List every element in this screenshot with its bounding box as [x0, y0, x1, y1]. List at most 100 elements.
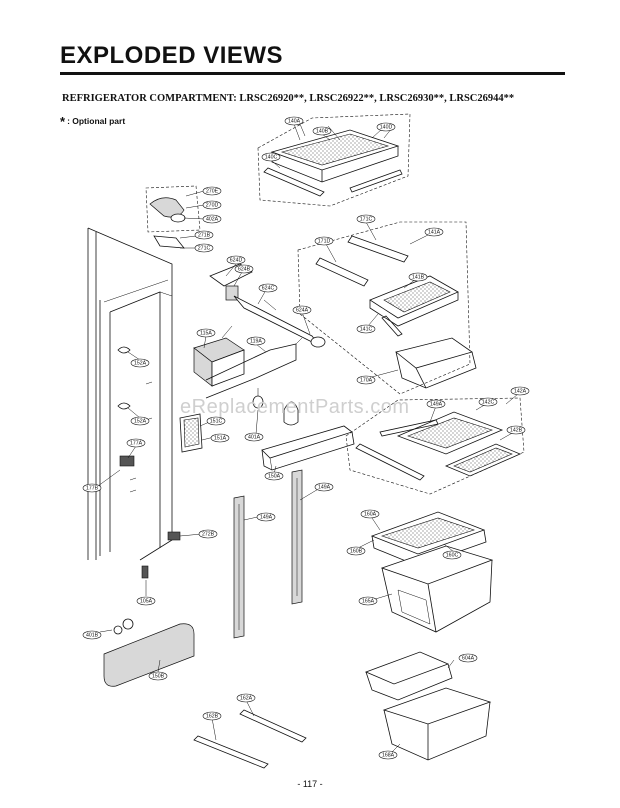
svg-text:151A: 151A — [214, 435, 227, 441]
label-140d: 140D — [376, 122, 396, 132]
optional-part-note: *: Optional part — [60, 114, 125, 129]
svg-text:140D: 140D — [380, 124, 393, 130]
label-150b: 150B — [148, 671, 168, 681]
label-272b: 272B — [198, 529, 218, 539]
label-105a: 105A — [136, 596, 156, 606]
svg-text:149A: 149A — [430, 401, 443, 407]
diagram-subtitle: REFRIGERATOR COMPARTMENT: LRSC26920**, L… — [62, 93, 515, 104]
shelf-assembly-141 — [297, 221, 477, 395]
label-141b: 141B — [408, 272, 428, 282]
label-152a-lower: 152A — [130, 416, 150, 426]
svg-text:270E: 270E — [206, 188, 219, 194]
svg-text:152A: 152A — [134, 360, 147, 366]
door-bin-150 — [261, 425, 355, 471]
shelf-assembly-140 — [257, 113, 411, 207]
label-270e: 270E — [202, 186, 222, 196]
svg-text:624B: 624B — [238, 266, 251, 272]
label-402a: 402A — [202, 214, 222, 224]
svg-text:150B: 150B — [152, 673, 165, 679]
svg-text:151C: 151C — [210, 418, 223, 424]
svg-text:141A: 141A — [428, 229, 441, 235]
label-115a: 115A — [196, 328, 216, 338]
duct-assembly-624 — [209, 263, 326, 348]
svg-text:140A: 140A — [288, 118, 301, 124]
svg-text:624C: 624C — [262, 285, 275, 291]
svg-text:401A: 401A — [248, 434, 261, 440]
label-171c: 171C — [356, 214, 376, 224]
svg-text:271B: 271B — [198, 232, 211, 238]
svg-text:402A: 402A — [206, 216, 219, 222]
label-271c: 271C — [194, 243, 214, 253]
label-140b: 140B — [312, 126, 332, 136]
label-624b: 624B — [234, 264, 254, 274]
svg-text:177A: 177A — [130, 440, 143, 446]
svg-text:162B: 162B — [206, 713, 219, 719]
snack-drawer-168 — [364, 651, 492, 761]
label-142a: 142A — [510, 386, 530, 396]
refrigerator-cabinet — [87, 227, 181, 561]
svg-text:140C: 140C — [265, 154, 278, 160]
label-149a-lower: 149A — [314, 482, 334, 492]
control-assembly-115 — [193, 325, 303, 399]
svg-text:160A: 160A — [364, 511, 377, 517]
filter-cover-151 — [179, 388, 299, 453]
label-171d: 171D — [314, 236, 334, 246]
label-151c: 151C — [206, 416, 226, 426]
page-number: - 117 - — [297, 779, 323, 789]
svg-text:142C: 142C — [482, 399, 495, 405]
label-170a: 170A — [356, 375, 376, 385]
label-624a: 624A — [292, 305, 312, 315]
svg-text:119A: 119A — [250, 338, 262, 344]
label-160c: 160C — [442, 550, 462, 560]
watermark: eReplacementParts.com — [180, 396, 410, 418]
label-150a: 150A — [264, 471, 284, 481]
shelf-assembly-142 — [345, 397, 525, 495]
label-168a: 168A — [378, 750, 398, 760]
label-160b: 160B — [346, 546, 366, 556]
svg-text:141C: 141C — [360, 326, 373, 332]
label-270d: 270D — [202, 200, 222, 210]
leader-lines — [97, 123, 519, 753]
svg-text:160C: 160C — [446, 552, 459, 558]
optional-note-text: : Optional part — [67, 116, 126, 126]
svg-text:149A: 149A — [318, 484, 331, 490]
svg-text:170A: 170A — [360, 377, 373, 383]
svg-text:604A: 604A — [462, 655, 475, 661]
svg-text:401B: 401B — [86, 632, 99, 638]
label-165a: 165A — [358, 596, 378, 606]
svg-text:165A: 165A — [362, 598, 375, 604]
label-152a-upper: 152A — [130, 358, 150, 368]
svg-text:160B: 160B — [350, 548, 363, 554]
label-401a: 401A — [244, 432, 264, 442]
label-401b: 401B — [82, 630, 102, 640]
label-162a: 162A — [236, 693, 256, 703]
label-149a-upper: 149A — [426, 399, 446, 409]
svg-text:105A: 105A — [140, 598, 153, 604]
crisper-drawer-160 — [370, 511, 494, 633]
label-160a: 160A — [360, 509, 380, 519]
bracket-group-270 — [145, 185, 205, 249]
svg-text:142A: 142A — [514, 388, 527, 394]
title-rule — [60, 72, 565, 75]
svg-text:624A: 624A — [296, 307, 309, 313]
svg-text:150A: 150A — [268, 473, 281, 479]
svg-text:142B: 142B — [510, 427, 523, 433]
svg-text:171C: 171C — [360, 216, 373, 222]
svg-text:140B: 140B — [316, 128, 329, 134]
label-142b: 142B — [506, 425, 526, 435]
label-271b: 271B — [194, 230, 214, 240]
label-141c: 141C — [356, 324, 376, 334]
label-141a: 141A — [424, 227, 444, 237]
label-149a-left: 149A — [256, 512, 276, 522]
label-604a: 604A — [458, 653, 478, 663]
svg-text:171D: 171D — [318, 238, 331, 244]
page-title: EXPLODED VIEWS — [60, 42, 284, 69]
svg-text:271C: 271C — [198, 245, 211, 251]
rail-149 — [233, 469, 303, 639]
svg-text:272B: 272B — [202, 531, 215, 537]
svg-text:149A: 149A — [260, 514, 273, 520]
label-119a: 119A — [246, 336, 266, 346]
label-624c: 624C — [258, 283, 278, 293]
label-177a: 177A — [126, 438, 146, 448]
